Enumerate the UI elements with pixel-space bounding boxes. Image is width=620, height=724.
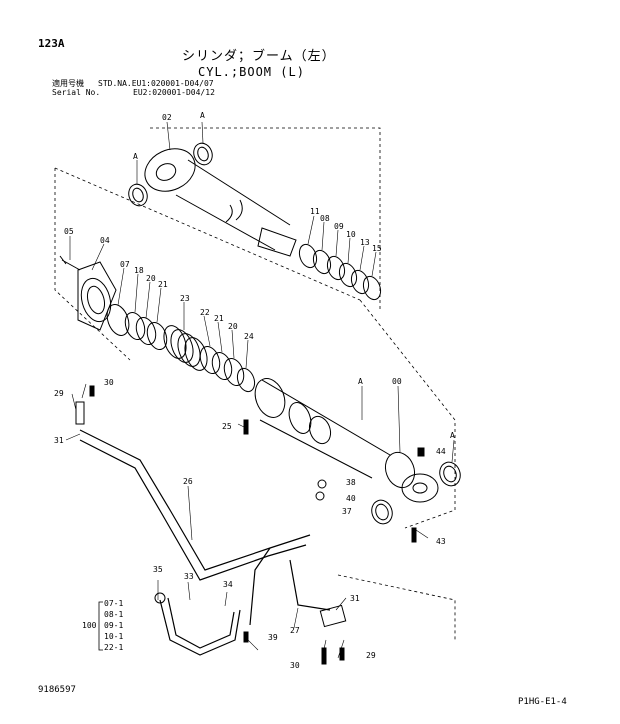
callout-20-b: 20 bbox=[228, 322, 238, 331]
callout-10: 10 bbox=[346, 230, 356, 239]
callout-A-3: A bbox=[358, 377, 363, 386]
callout-43: 43 bbox=[436, 537, 446, 546]
callout-40: 40 bbox=[346, 494, 356, 503]
callout-29-a: 29 bbox=[54, 389, 64, 398]
callout-A-1: A bbox=[200, 111, 205, 120]
kit-number: 100 bbox=[82, 621, 97, 630]
title-english: CYL.;BOOM (L) bbox=[198, 65, 305, 79]
page-code: 123A bbox=[38, 37, 65, 50]
cylinder-head-part bbox=[77, 261, 117, 331]
callout-11: 11 bbox=[310, 207, 320, 216]
callout-26: 26 bbox=[183, 477, 193, 486]
callout-21-a: 21 bbox=[158, 280, 168, 289]
kit-item: 09-1 bbox=[104, 621, 124, 630]
callout-A-4: A bbox=[450, 431, 455, 440]
page-reference: P1HG-E1-4 bbox=[518, 697, 567, 707]
callout-24: 24 bbox=[244, 332, 254, 341]
callout-29-b: 29 bbox=[366, 651, 376, 660]
callout-30-a: 30 bbox=[104, 378, 114, 387]
serial-label: Serial No. bbox=[52, 88, 101, 97]
callout-31-b: 31 bbox=[350, 594, 360, 603]
callout-A-2: A bbox=[133, 152, 138, 161]
cylinder-tube-part bbox=[254, 378, 439, 503]
applicable-label: 適用号機 bbox=[52, 79, 84, 88]
callout-13: 13 bbox=[360, 238, 370, 247]
pipe-27 bbox=[249, 547, 331, 626]
callout-30-b: 30 bbox=[290, 661, 300, 670]
pipe-26 bbox=[79, 429, 311, 571]
callout-39: 39 bbox=[268, 633, 278, 642]
callout-38: 38 bbox=[346, 478, 356, 487]
callout-37: 37 bbox=[342, 507, 352, 516]
serial-range-2: EU2:020001-D04/12 bbox=[133, 88, 215, 97]
callout-31-a: 31 bbox=[54, 436, 64, 445]
callout-15: 15 bbox=[372, 244, 382, 253]
kit-bracket bbox=[98, 601, 103, 651]
callout-33: 33 bbox=[184, 572, 194, 581]
callout-34: 34 bbox=[223, 580, 233, 589]
kit-item: 07-1 bbox=[104, 599, 124, 608]
callout-44: 44 bbox=[436, 447, 446, 456]
callout-05: 05 bbox=[64, 227, 74, 236]
serial-range-1: STD.NA.EU1:020001-D04/07 bbox=[98, 79, 214, 88]
callout-09: 09 bbox=[334, 222, 344, 231]
callout-21-b: 21 bbox=[214, 314, 224, 323]
callout-22: 22 bbox=[200, 308, 210, 317]
callout-27: 27 bbox=[290, 626, 300, 635]
kit-item: 22-1 bbox=[104, 643, 124, 652]
callout-08: 08 bbox=[320, 214, 330, 223]
callout-23: 23 bbox=[180, 294, 190, 303]
kit-item: 08-1 bbox=[104, 610, 124, 619]
callout-04: 04 bbox=[100, 236, 110, 245]
callout-20-a: 20 bbox=[146, 274, 156, 283]
callout-02: 02 bbox=[162, 113, 172, 122]
rod-eye-part bbox=[144, 148, 297, 257]
kit-item: 10-1 bbox=[104, 632, 124, 641]
callout-35: 35 bbox=[153, 565, 163, 574]
drawing-number: 9186597 bbox=[38, 685, 76, 695]
title-japanese: シリンダ；ブーム（左） bbox=[182, 49, 336, 64]
callout-00: 00 bbox=[392, 377, 402, 386]
piston-part bbox=[163, 325, 208, 371]
callout-25: 25 bbox=[222, 422, 232, 431]
callout-07: 07 bbox=[120, 260, 130, 269]
callout-18: 18 bbox=[134, 266, 144, 275]
